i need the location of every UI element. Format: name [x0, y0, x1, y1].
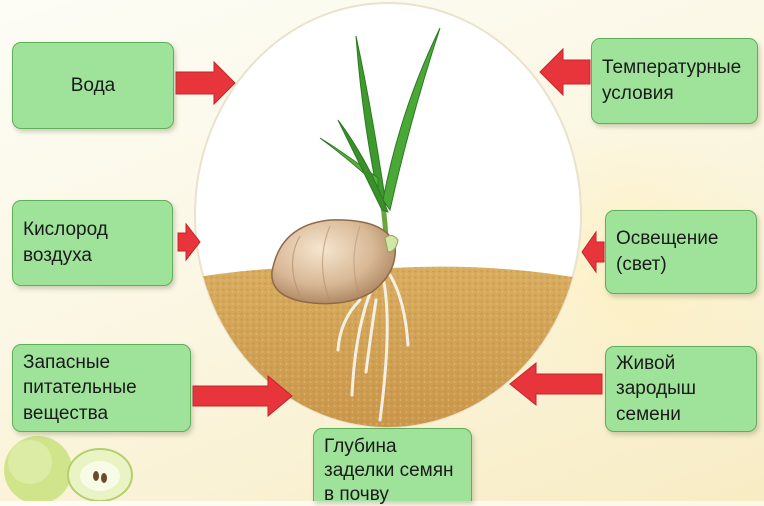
factor-depth-box: Глубина заделки семян в почву	[313, 428, 472, 501]
arrow-light	[582, 232, 604, 272]
factor-nutrients-box: Запасные питательные вещества	[12, 344, 191, 432]
factor-water-label: Вода	[71, 73, 115, 99]
factor-light-label: Освещение (свет)	[616, 226, 718, 277]
factor-oxygen-label: Кислород воздуха	[23, 217, 108, 268]
factor-depth-label: Глубина заделки семян в почву	[324, 435, 454, 506]
arrow-embryo	[510, 363, 602, 405]
factor-temperature-label: Температурные условия	[602, 55, 741, 106]
factor-oxygen-box: Кислород воздуха	[12, 200, 173, 286]
factor-light-box: Освещение (свет)	[605, 210, 757, 294]
factor-embryo-label: Живой зародыш семени	[616, 351, 696, 428]
factor-temperature-box: Температурные условия	[591, 38, 758, 124]
apples-decoration	[4, 436, 132, 501]
factor-nutrients-label: Запасные питательные вещества	[23, 350, 137, 427]
soil	[180, 267, 600, 441]
factor-water-box: Вода	[12, 42, 174, 129]
arrow-temperature	[540, 49, 590, 95]
factor-embryo-box: Живой зародыш семени	[605, 346, 757, 432]
